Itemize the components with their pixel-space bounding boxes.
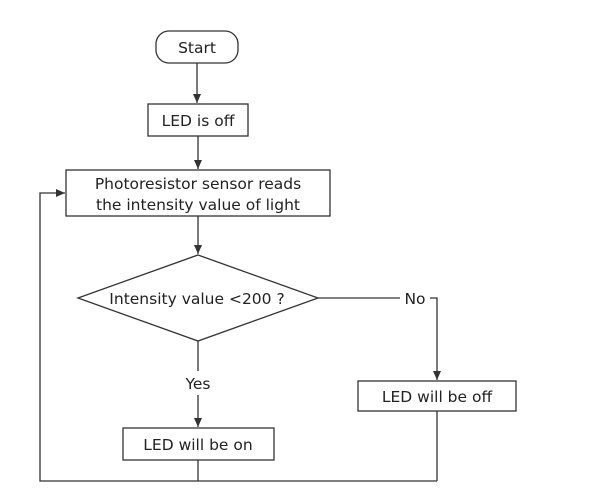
- start-node: Start: [155, 30, 239, 64]
- edge-decision-yes: Yes: [184, 341, 211, 427]
- start-label: Start: [178, 39, 216, 57]
- led-off-node: LED is off: [147, 103, 249, 137]
- sensor-label-line1: Photoresistor sensor reads: [95, 175, 301, 193]
- led-will-be-on-node: LED will be on: [122, 427, 275, 461]
- sensor-node: Photoresistor sensor reads the intensity…: [65, 169, 331, 217]
- sensor-label-line2: the intensity value of light: [96, 196, 300, 214]
- led-will-be-off-node: LED will be off: [357, 380, 517, 412]
- no-label: No: [404, 290, 425, 308]
- led-will-be-on-label: LED will be on: [143, 436, 252, 454]
- yes-label: Yes: [184, 375, 210, 393]
- decision-node: Intensity value <200 ?: [76, 254, 320, 342]
- edge-decision-no: No: [318, 290, 441, 380]
- edge-loop-back-to-sensor: [39, 189, 437, 482]
- decision-label: Intensity value <200 ?: [109, 290, 284, 308]
- led-will-be-off-label: LED will be off: [382, 388, 493, 406]
- led-off-label: LED is off: [162, 112, 235, 130]
